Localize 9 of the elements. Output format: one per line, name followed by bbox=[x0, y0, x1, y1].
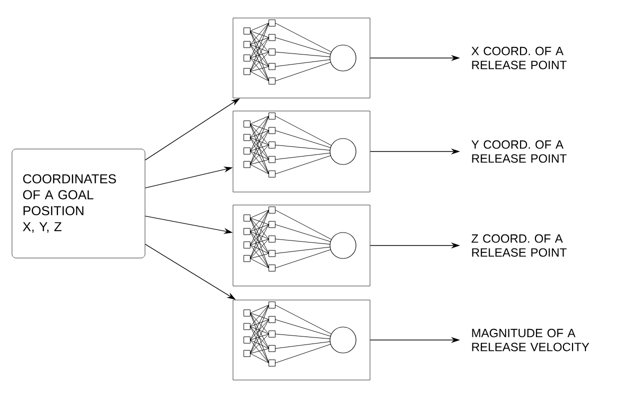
output-label: MAGNITUDE OF A RELEASE VELOCITY bbox=[472, 328, 590, 352]
output-label: Z COORD. OF A RELEASE POINT bbox=[472, 234, 567, 257]
output-label: Y COORD. OF A RELEASE POINT bbox=[471, 140, 567, 163]
network-box bbox=[232, 110, 370, 192]
network-box bbox=[232, 18, 370, 98]
network-box bbox=[232, 204, 370, 286]
network-box bbox=[232, 300, 370, 380]
output-label: X COORD. OF A RELEASE POINT bbox=[471, 46, 567, 70]
input-box: COORDINATES OF A GOAL POSITION X, Y, Z bbox=[12, 148, 146, 258]
